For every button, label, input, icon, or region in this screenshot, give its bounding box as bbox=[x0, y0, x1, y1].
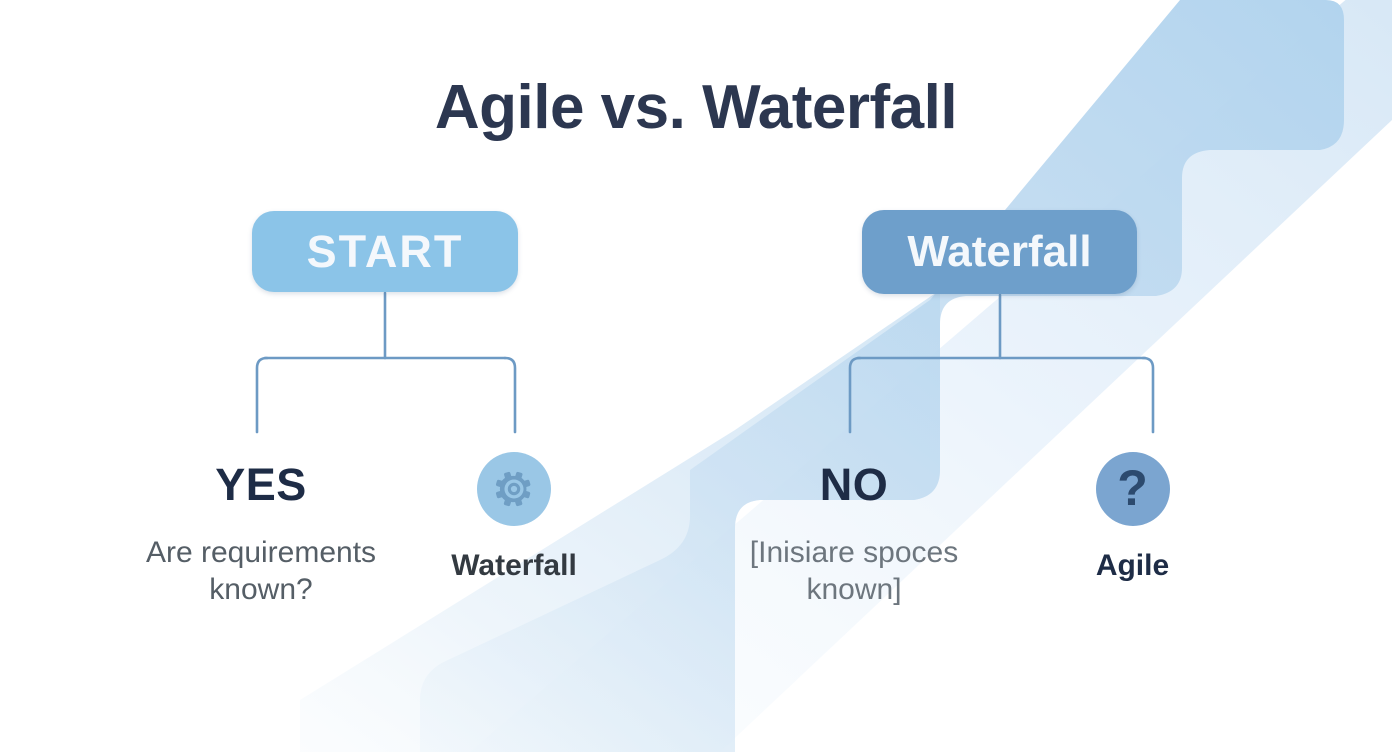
branch-waterfall-caption: Waterfall bbox=[451, 549, 577, 582]
branch-yes-heading: YES bbox=[215, 459, 307, 510]
connector-start-left bbox=[255, 356, 269, 434]
branch-no-heading: NO bbox=[819, 459, 889, 510]
branch-no: NO [Inisiare spoces known] bbox=[700, 462, 1008, 608]
node-start[interactable]: START bbox=[252, 211, 518, 292]
branch-waterfall-outcome: Waterfall bbox=[410, 452, 618, 583]
branch-agile-outcome: ? Agile bbox=[1030, 452, 1235, 583]
gear-icon bbox=[477, 452, 551, 526]
gear-icon-glyph bbox=[495, 471, 531, 507]
connector-waterfall-right bbox=[1141, 356, 1155, 434]
page-title: Agile vs. Waterfall bbox=[434, 73, 958, 142]
branch-no-subtext: [Inisiare spoces known] bbox=[749, 536, 959, 606]
branch-yes-subtext: Are requirements known? bbox=[145, 536, 377, 606]
branch-yes: YES Are requirements known? bbox=[100, 462, 422, 608]
question-mark-icon: ? bbox=[1095, 452, 1170, 526]
question-mark-glyph: ? bbox=[1117, 459, 1148, 516]
connector-start-right bbox=[503, 356, 517, 434]
node-waterfall[interactable]: Waterfall bbox=[862, 210, 1137, 294]
connector-waterfall-left bbox=[848, 356, 862, 434]
branch-agile-caption: Agile bbox=[1095, 549, 1170, 582]
